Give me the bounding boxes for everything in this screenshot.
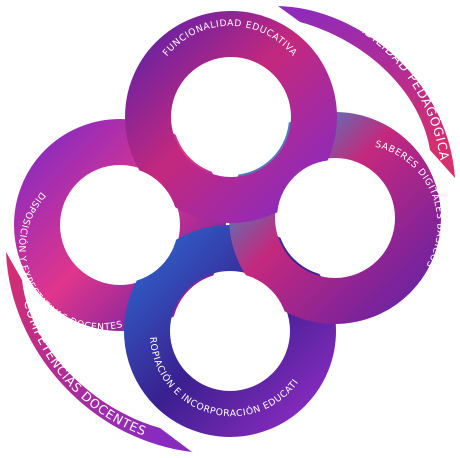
ring-bottom xyxy=(124,225,336,437)
ring-left-hole xyxy=(62,167,178,283)
ring-left xyxy=(14,119,226,331)
outer-arc-top-right xyxy=(278,6,455,178)
outer-arc-bottom-left xyxy=(6,252,192,452)
ring-top-hole xyxy=(173,59,289,175)
ring-bottom-hole xyxy=(172,273,288,389)
ring-top xyxy=(125,11,337,223)
ring-right-hole xyxy=(277,160,393,276)
